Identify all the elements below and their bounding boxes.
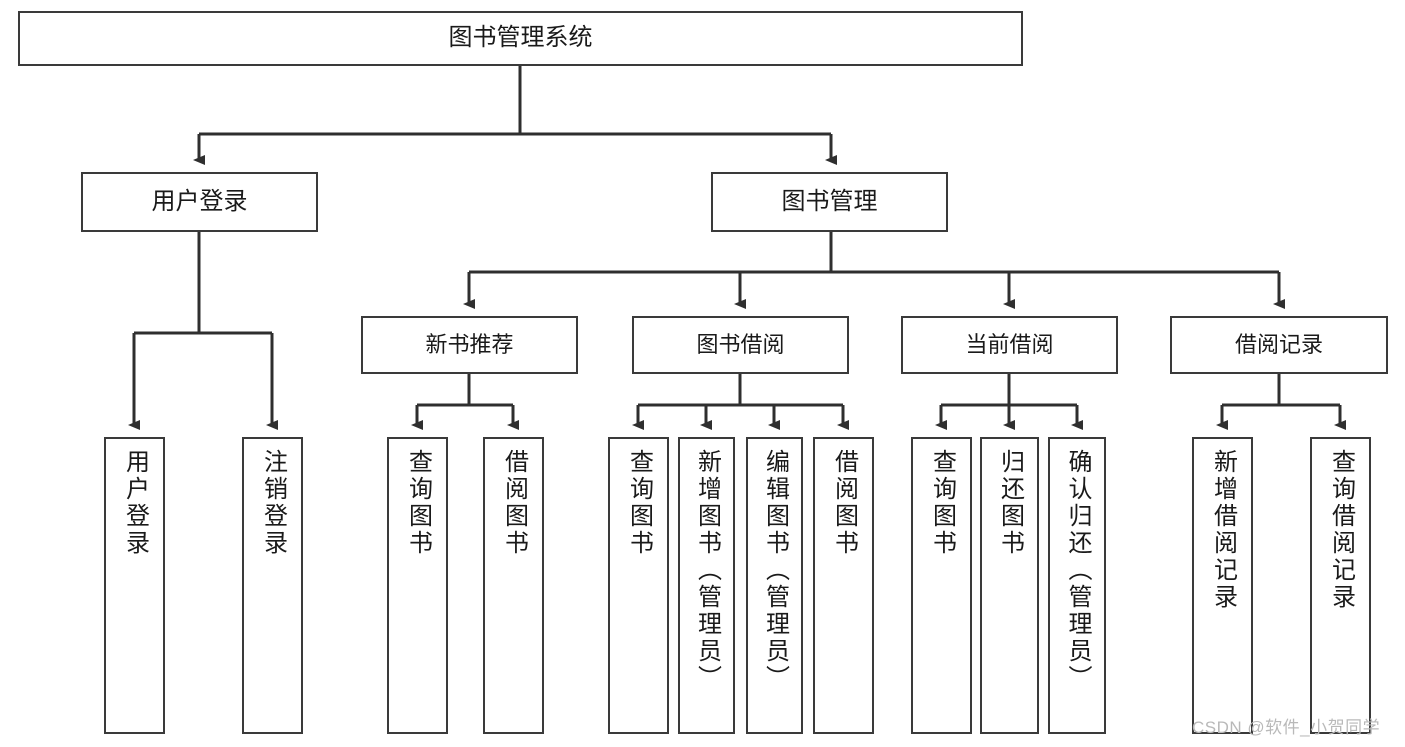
- node-label: 注销登录: [259, 449, 287, 557]
- leaf-borrow-books-recommendation[interactable]: 借阅图书: [483, 437, 544, 734]
- node-label: 借阅图书: [830, 449, 858, 557]
- leaf-return-books[interactable]: 归还图书: [980, 437, 1039, 734]
- node-label: 查询图书: [404, 449, 432, 557]
- node-root-book-management-system[interactable]: 图书管理系统: [18, 11, 1023, 66]
- node-book-borrowing[interactable]: 图书借阅: [632, 316, 849, 374]
- leaf-add-book-admin[interactable]: 新增图书（管理员）: [678, 437, 735, 734]
- node-label: 查询借阅记录: [1327, 449, 1355, 611]
- node-current-borrowing[interactable]: 当前借阅: [901, 316, 1118, 374]
- node-label: 用户登录: [121, 449, 149, 557]
- node-label: 图书管理: [781, 187, 878, 215]
- node-label: 新增图书（管理员）: [693, 449, 721, 692]
- node-label: 查询图书: [625, 449, 653, 557]
- leaf-query-borrowing-record[interactable]: 查询借阅记录: [1310, 437, 1371, 734]
- leaf-add-borrowing-record[interactable]: 新增借阅记录: [1192, 437, 1253, 734]
- node-label: 借阅图书: [500, 449, 528, 557]
- node-new-book-recommendation[interactable]: 新书推荐: [361, 316, 578, 374]
- leaf-query-books-borrowing[interactable]: 查询图书: [608, 437, 669, 734]
- node-label: 编辑图书（管理员）: [761, 449, 789, 692]
- leaf-confirm-return-admin[interactable]: 确认归还（管理员）: [1048, 437, 1106, 734]
- leaf-edit-book-admin[interactable]: 编辑图书（管理员）: [746, 437, 803, 734]
- leaf-query-books-recommendation[interactable]: 查询图书: [387, 437, 448, 734]
- leaf-borrow-books-borrowing[interactable]: 借阅图书: [813, 437, 874, 734]
- node-label: 用户登录: [151, 187, 248, 215]
- node-label: 新书推荐: [425, 331, 514, 357]
- node-user-login[interactable]: 用户登录: [81, 172, 318, 232]
- leaf-user-login[interactable]: 用户登录: [104, 437, 165, 734]
- node-label: 归还图书: [996, 449, 1024, 557]
- node-label: 借阅记录: [1234, 331, 1323, 357]
- leaf-logout[interactable]: 注销登录: [242, 437, 303, 734]
- node-label: 图书管理系统: [448, 24, 593, 52]
- watermark: CSDN @软件_小贺同学: [1192, 718, 1381, 737]
- node-label: 新增借阅记录: [1209, 449, 1237, 611]
- node-borrowing-records[interactable]: 借阅记录: [1170, 316, 1388, 374]
- node-label: 当前借阅: [965, 331, 1054, 357]
- node-label: 确认归还（管理员）: [1064, 449, 1091, 692]
- node-label: 图书借阅: [696, 331, 785, 357]
- leaf-query-books-current[interactable]: 查询图书: [911, 437, 972, 734]
- node-book-management[interactable]: 图书管理: [711, 172, 948, 232]
- node-label: 查询图书: [928, 449, 956, 557]
